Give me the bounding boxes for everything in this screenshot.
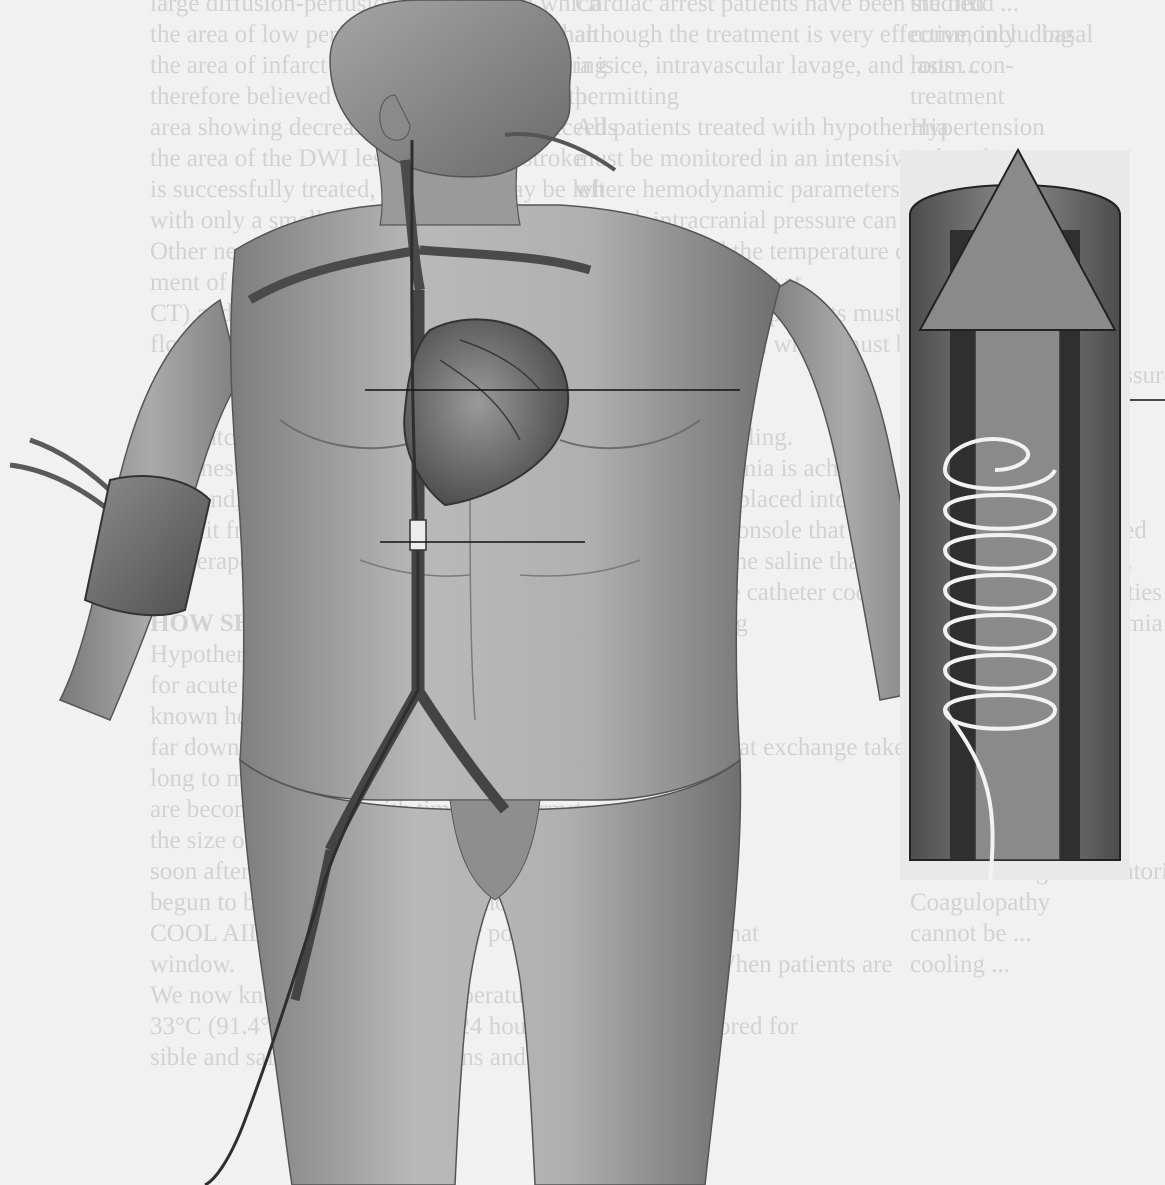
human-figure xyxy=(60,0,930,1185)
patient-head xyxy=(330,0,571,177)
flow-arrow-shaft xyxy=(975,320,1060,860)
cuff-band xyxy=(85,476,210,615)
catheter-tip-marker xyxy=(410,520,426,550)
cuff-hose xyxy=(10,440,120,515)
catheter-inset xyxy=(900,150,1130,880)
patient-torso xyxy=(231,204,780,800)
